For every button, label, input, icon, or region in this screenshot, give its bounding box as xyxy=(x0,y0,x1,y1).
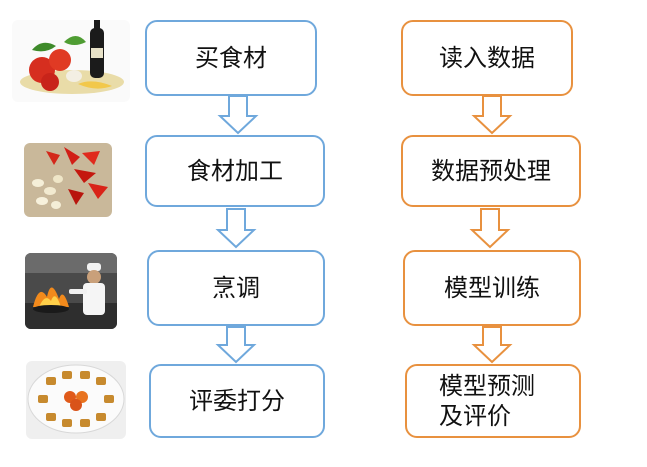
chef-cooking-photo xyxy=(25,253,117,329)
left-step-3-box: 烹调 xyxy=(147,250,325,326)
right-step-1-box: 读入数据 xyxy=(401,20,573,96)
right-step-1-label: 读入数据 xyxy=(439,44,535,72)
left-arrow-3 xyxy=(215,326,257,364)
right-step-4-label: 模型预测 及评价 xyxy=(439,372,535,430)
left-step-2-label: 食材加工 xyxy=(187,157,283,185)
right-step-2-box: 数据预处理 xyxy=(401,135,581,207)
right-arrow-1 xyxy=(471,95,513,135)
left-arrow-1 xyxy=(217,95,259,135)
right-arrow-2 xyxy=(469,208,511,249)
left-arrow-2 xyxy=(215,208,257,249)
left-step-3-label: 烹调 xyxy=(212,274,260,302)
vegetables-photo xyxy=(12,20,130,102)
left-step-4-label: 评委打分 xyxy=(189,387,285,415)
left-step-2-box: 食材加工 xyxy=(145,135,325,207)
right-step-4-box: 模型预测 及评价 xyxy=(405,364,581,438)
chopped-peppers-garlic-photo xyxy=(24,143,112,217)
right-step-2-label: 数据预处理 xyxy=(431,157,551,185)
right-arrow-3 xyxy=(471,326,513,364)
right-step-3-box: 模型训练 xyxy=(403,250,581,326)
right-step-3-label: 模型训练 xyxy=(444,274,540,302)
plated-dish-photo xyxy=(26,361,126,439)
left-step-1-label: 买食材 xyxy=(195,44,267,72)
left-step-1-box: 买食材 xyxy=(145,20,317,96)
left-step-4-box: 评委打分 xyxy=(149,364,325,438)
